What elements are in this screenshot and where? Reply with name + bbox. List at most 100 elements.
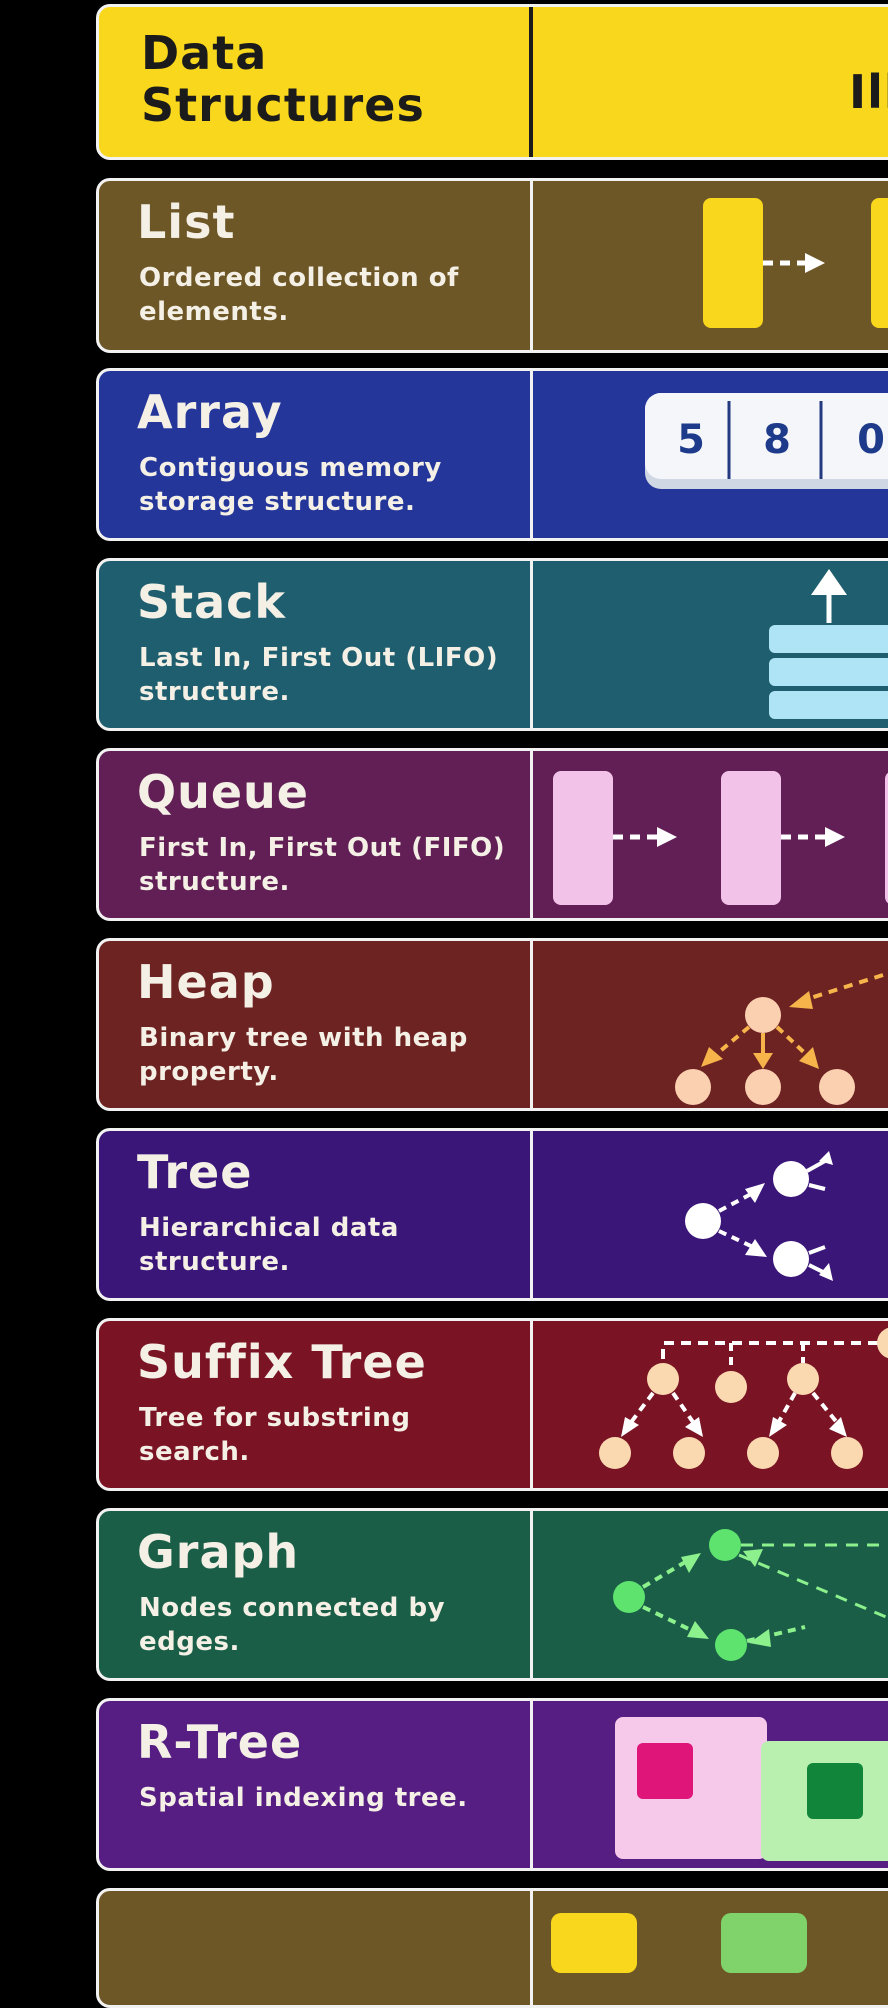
- heap-node-icon: [745, 1069, 781, 1105]
- row-graph: Graph Nodes connected by edges.: [96, 1508, 888, 1681]
- tree-node-icon: [773, 1161, 809, 1197]
- row-list-name: List: [137, 195, 236, 249]
- row-list-illustration: [533, 181, 888, 350]
- row-heap-left: Heap Binary tree with heap property.: [99, 941, 533, 1108]
- row-suffix-tree-name: Suffix Tree: [137, 1335, 427, 1389]
- header-row: Data Structures Illust: [96, 4, 888, 160]
- stack-illustration-svg: [769, 569, 888, 719]
- queue-arrow-icon: [657, 827, 677, 847]
- r-tree-entry-icon: [807, 1763, 863, 1819]
- tree-arrow-icon: [745, 1239, 767, 1257]
- row-r-tree-left: R-Tree Spatial indexing tree.: [99, 1701, 533, 1868]
- tree-illustration-svg: [685, 1151, 833, 1281]
- header-title: Data Structures: [141, 26, 425, 132]
- row-partial: [96, 1888, 888, 2008]
- tree-arrow-icon: [745, 1183, 765, 1203]
- suffix-tree-leaf-icon: [673, 1437, 705, 1469]
- stack-layer-icon: [769, 625, 888, 653]
- graph-arrow-icon: [681, 1553, 701, 1573]
- queue-node-icon: [885, 772, 888, 904]
- row-partial-left: [99, 1891, 533, 2005]
- row-suffix-tree-left: Suffix Tree Tree for substring search.: [99, 1321, 533, 1488]
- array-illustration-svg: 5 8 0: [645, 393, 888, 489]
- heap-arrow-icon: [753, 1053, 773, 1069]
- suffix-tree-node-icon: [787, 1363, 819, 1395]
- queue-node-icon: [721, 771, 781, 905]
- row-queue: Queue First In, First Out (FIFO) structu…: [96, 748, 888, 921]
- row-list-left: List Ordered collection of elements.: [99, 181, 533, 350]
- row-graph-illustration: [533, 1511, 888, 1678]
- stack-layer-icon: [769, 691, 888, 719]
- row-list: List Ordered collection of elements.: [96, 178, 888, 353]
- row-tree-desc: Hierarchical data structure.: [139, 1213, 399, 1277]
- row-partial-illustration: [533, 1891, 888, 2005]
- row-tree-left: Tree Hierarchical data structure.: [99, 1131, 533, 1298]
- row-list-desc: Ordered collection of elements.: [139, 263, 459, 327]
- graph-node-icon: [715, 1629, 747, 1661]
- heap-root-node-icon: [745, 997, 781, 1033]
- row-array-desc: Contiguous memory storage structure.: [139, 453, 442, 517]
- row-stack-name: Stack: [137, 575, 287, 629]
- suffix-tree-leaf-icon: [599, 1437, 631, 1469]
- heap-arrow-icon: [701, 1047, 723, 1067]
- tree-root-node-icon: [685, 1203, 721, 1239]
- row-heap-name: Heap: [137, 955, 275, 1009]
- graph-illustration-svg: [613, 1529, 888, 1661]
- graph-node-icon: [613, 1581, 645, 1613]
- row-r-tree-illustration: [533, 1701, 888, 1868]
- suffix-tree-arrow-icon: [829, 1417, 847, 1437]
- suffix-tree-leaf-icon: [831, 1437, 863, 1469]
- graph-node-icon: [709, 1529, 741, 1561]
- header-illustration-label: Illust: [849, 65, 888, 119]
- list-arrow-icon: [805, 253, 825, 273]
- row-stack-left: Stack Last In, First Out (LIFO) structur…: [99, 561, 533, 728]
- suffix-tree-node-icon: [715, 1371, 747, 1403]
- heap-arrow-icon: [799, 1047, 819, 1069]
- row-tree: Tree Hierarchical data structure.: [96, 1128, 888, 1301]
- heap-arrow-icon: [789, 991, 813, 1009]
- row-array-illustration: 5 8 0: [533, 371, 888, 538]
- heap-illustration-svg: [675, 973, 884, 1105]
- list-node-icon: [871, 198, 888, 328]
- r-tree-entry-icon: [637, 1743, 693, 1799]
- stack-layer-icon: [769, 658, 888, 686]
- header-right-cell: Illust: [533, 7, 888, 157]
- row-r-tree-name: R-Tree: [137, 1715, 303, 1769]
- partial-illustration-svg: [551, 1913, 807, 1973]
- row-queue-name: Queue: [137, 765, 309, 819]
- graph-arrow-icon: [687, 1621, 709, 1639]
- suffix-tree-illustration-svg: [599, 1327, 888, 1469]
- row-r-tree: R-Tree Spatial indexing tree.: [96, 1698, 888, 1871]
- graph-arrow-icon: [743, 1549, 763, 1567]
- row-tree-illustration: [533, 1131, 888, 1298]
- tree-node-icon: [773, 1241, 809, 1277]
- array-cell-0: 5: [677, 417, 705, 463]
- header-left-cell: Data Structures: [99, 7, 533, 157]
- suffix-tree-arrow-icon: [685, 1417, 703, 1437]
- row-suffix-tree: Suffix Tree Tree for substring search.: [96, 1318, 888, 1491]
- row-tree-name: Tree: [137, 1145, 253, 1199]
- suffix-tree-arrow-icon: [769, 1417, 787, 1437]
- suffix-tree-leaf-icon: [747, 1437, 779, 1469]
- graph-arrow-icon: [749, 1629, 771, 1647]
- row-array-left: Array Contiguous memory storage structur…: [99, 371, 533, 538]
- suffix-tree-node-icon: [877, 1327, 888, 1359]
- heap-node-icon: [675, 1069, 711, 1105]
- row-array: Array Contiguous memory storage structur…: [96, 368, 888, 541]
- row-heap-illustration: [533, 941, 888, 1108]
- suffix-tree-node-icon: [647, 1363, 679, 1395]
- suffix-tree-arrow-icon: [621, 1417, 639, 1437]
- array-cell-2: 0: [857, 417, 885, 463]
- row-suffix-tree-desc: Tree for substring search.: [139, 1403, 411, 1467]
- row-suffix-tree-illustration: [533, 1321, 888, 1488]
- row-queue-illustration: [533, 751, 888, 918]
- row-stack: Stack Last In, First Out (LIFO) structur…: [96, 558, 888, 731]
- list-illustration-svg: [703, 198, 888, 328]
- stack-push-arrow-icon: [811, 569, 847, 595]
- row-graph-name: Graph: [137, 1525, 300, 1579]
- queue-node-icon: [553, 771, 613, 905]
- row-array-name: Array: [137, 385, 283, 439]
- list-node-icon: [703, 198, 763, 328]
- queue-illustration-svg: [553, 771, 888, 905]
- heap-node-icon: [819, 1069, 855, 1105]
